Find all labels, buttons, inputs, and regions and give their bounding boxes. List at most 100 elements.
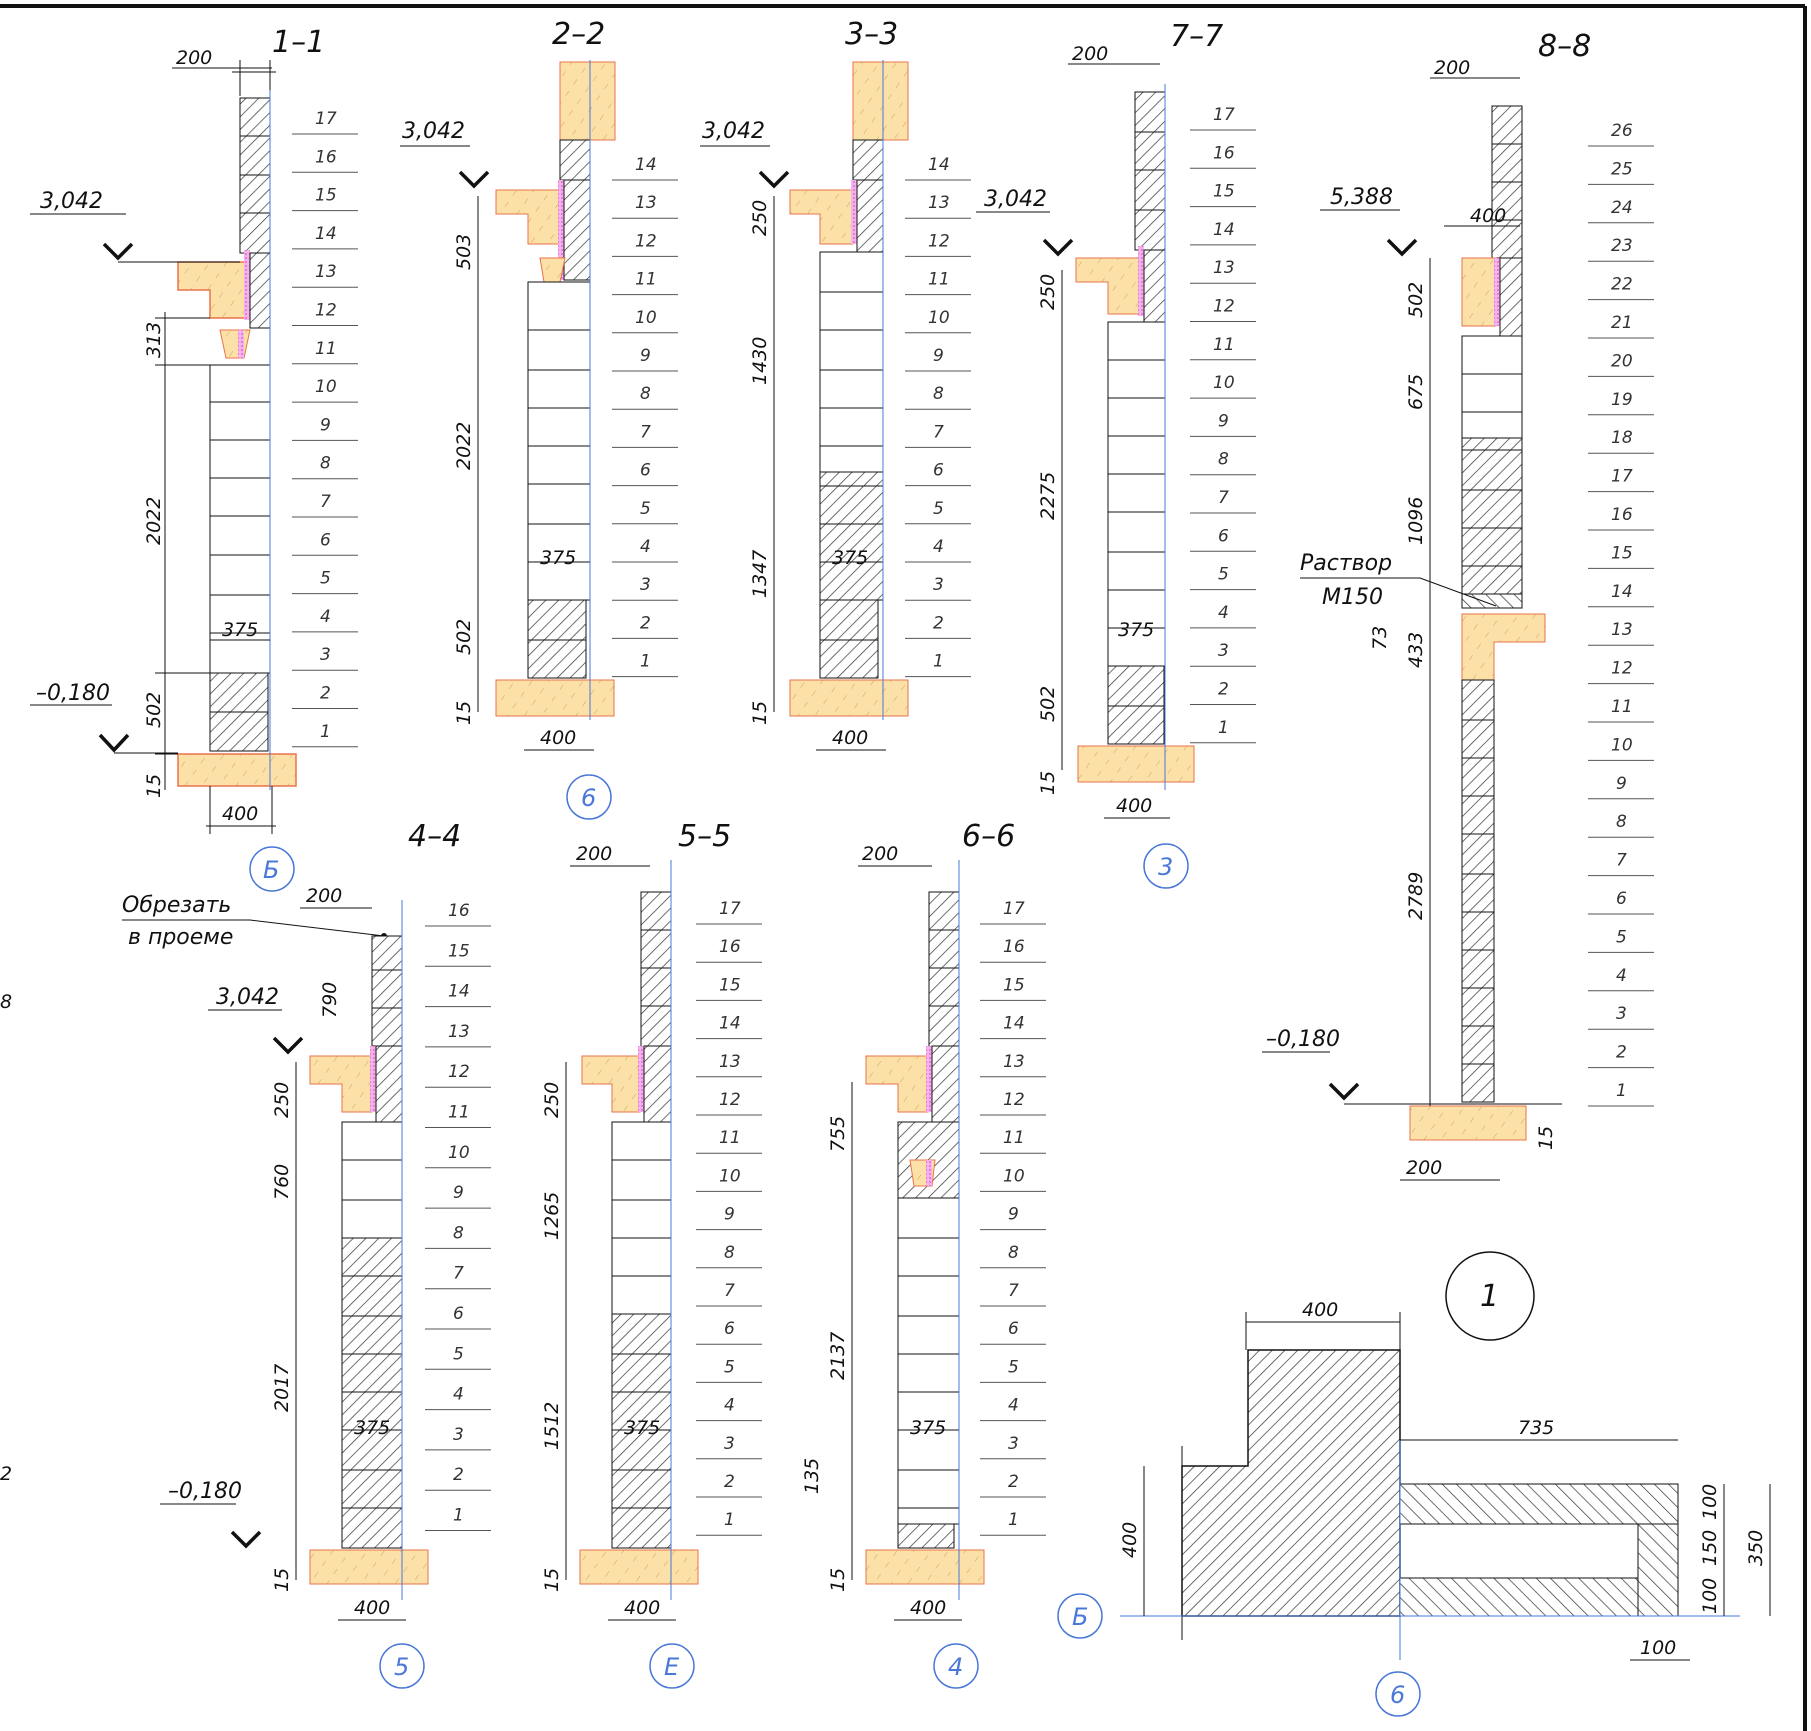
svg-text:790: 790 — [319, 982, 341, 1018]
svg-text:2789: 2789 — [1405, 872, 1427, 920]
svg-text:375: 375 — [624, 1417, 660, 1439]
svg-text:200: 200 — [1434, 57, 1470, 79]
row-number: 3 — [453, 1425, 464, 1445]
row-number: 13 — [1003, 1052, 1025, 1072]
row-number: 8 — [1008, 1243, 1019, 1263]
row-number: 5 — [640, 499, 651, 519]
row-number: 2 — [1218, 680, 1229, 700]
row-number: 7 — [640, 422, 651, 442]
row-number: 13 — [448, 1022, 470, 1042]
detail-wall-body — [1181, 1349, 1401, 1617]
row-number: 5 — [724, 1357, 735, 1377]
svg-text:15: 15 — [541, 1568, 563, 1592]
svg-text:–0,180: –0,180 — [1266, 1027, 1340, 1052]
svg-text:502: 502 — [143, 692, 165, 728]
svg-text:375: 375 — [222, 619, 258, 641]
row-number: 9 — [933, 346, 944, 366]
svg-text:502: 502 — [1037, 686, 1059, 722]
row-number: 25 — [1611, 159, 1633, 179]
row-number: 7 — [320, 492, 331, 512]
section-8-8: 8–8 200 400 5,388 502 675 1096 73 433 27… — [1262, 29, 1654, 1181]
svg-text:6: 6 — [581, 784, 596, 812]
row-number: 11 — [635, 270, 657, 290]
section-3-3: 3–3 3,042 250 1430 1347 15 375 400 14131… — [700, 17, 971, 751]
svg-text:2017: 2017 — [271, 1364, 293, 1412]
row-number: 10 — [1611, 735, 1633, 755]
svg-text:6–6: 6–6 — [962, 819, 1015, 854]
section-6-6: 6–6 200 755 2137 135 15 375 400 4 171615… — [801, 819, 1046, 1689]
svg-text:502: 502 — [453, 619, 475, 655]
svg-text:735: 735 — [1518, 1417, 1554, 1439]
svg-text:Обрезать: Обрезать — [122, 893, 231, 918]
row-number: 6 — [1008, 1319, 1019, 1339]
row-number: 9 — [453, 1183, 464, 1203]
row-number: 4 — [1218, 603, 1229, 623]
section-4-4: 4–4 200 Обрезать в проеме 3,042 790 250 … — [122, 819, 491, 1689]
row-number: 11 — [1213, 335, 1235, 355]
svg-text:1430: 1430 — [749, 337, 771, 385]
row-number: 7 — [1008, 1281, 1019, 1301]
row-number: 6 — [724, 1319, 735, 1339]
row-number: 23 — [1611, 236, 1633, 256]
row-number: 14 — [1611, 582, 1633, 602]
svg-text:2–2: 2–2 — [552, 17, 605, 52]
svg-text:1265: 1265 — [541, 1192, 563, 1240]
row-number: 2 — [640, 613, 651, 633]
row-number: 12 — [1003, 1090, 1025, 1110]
row-number: 11 — [1611, 697, 1633, 717]
row-number: 14 — [315, 224, 337, 244]
svg-text:400: 400 — [1470, 205, 1506, 227]
svg-text:15: 15 — [827, 1568, 849, 1592]
row-number: 3 — [1616, 1004, 1627, 1024]
row-number: 14 — [928, 155, 950, 175]
svg-text:3–3: 3–3 — [845, 17, 898, 52]
svg-text:1096: 1096 — [1405, 497, 1427, 545]
row-number: 13 — [635, 193, 657, 213]
svg-text:15: 15 — [1037, 771, 1059, 795]
row-number: 1 — [1616, 1081, 1627, 1101]
row-number: 11 — [448, 1103, 470, 1123]
row-number: 9 — [320, 415, 331, 435]
row-number: 13 — [719, 1052, 741, 1072]
row-number: 3 — [640, 575, 651, 595]
row-number: 1 — [933, 652, 944, 672]
row-number: 14 — [448, 982, 470, 1002]
svg-text:1: 1 — [1480, 1279, 1499, 1314]
row-number: 14 — [635, 155, 657, 175]
row-number: 2 — [320, 684, 331, 704]
svg-text:Е: Е — [664, 1653, 680, 1681]
row-number: 1 — [320, 722, 331, 742]
row-number: 17 — [1003, 899, 1025, 919]
row-number: 4 — [933, 537, 944, 557]
row-number: 1 — [724, 1510, 735, 1530]
svg-text:7–7: 7–7 — [1170, 19, 1223, 54]
svg-text:400: 400 — [540, 727, 576, 749]
svg-text:350: 350 — [1745, 1530, 1767, 1566]
svg-text:375: 375 — [1118, 619, 1154, 641]
row-number: 2 — [453, 1465, 464, 1485]
row-number: 5 — [1218, 565, 1229, 585]
row-number: 15 — [1213, 182, 1235, 202]
section-title: 1–1 — [272, 25, 325, 60]
svg-text:400: 400 — [222, 803, 258, 825]
svg-text:1347: 1347 — [749, 550, 771, 598]
row-number: 7 — [453, 1264, 464, 1284]
concrete-lintel — [177, 261, 251, 319]
svg-text:400: 400 — [1116, 795, 1152, 817]
svg-text:15: 15 — [749, 701, 771, 725]
row-number: 8 — [724, 1243, 735, 1263]
svg-text:400: 400 — [624, 1597, 660, 1619]
row-number: 12 — [1611, 659, 1633, 679]
row-number: 5 — [1008, 1357, 1019, 1377]
foundation-slab — [177, 753, 297, 787]
row-number: 11 — [1003, 1128, 1025, 1148]
row-number: 12 — [928, 231, 950, 251]
row-number: 16 — [1611, 505, 1633, 525]
svg-text:503: 503 — [453, 234, 475, 270]
row-number: 17 — [315, 109, 337, 129]
svg-text:15: 15 — [271, 1568, 293, 1592]
svg-text:100: 100 — [1699, 1484, 1721, 1520]
